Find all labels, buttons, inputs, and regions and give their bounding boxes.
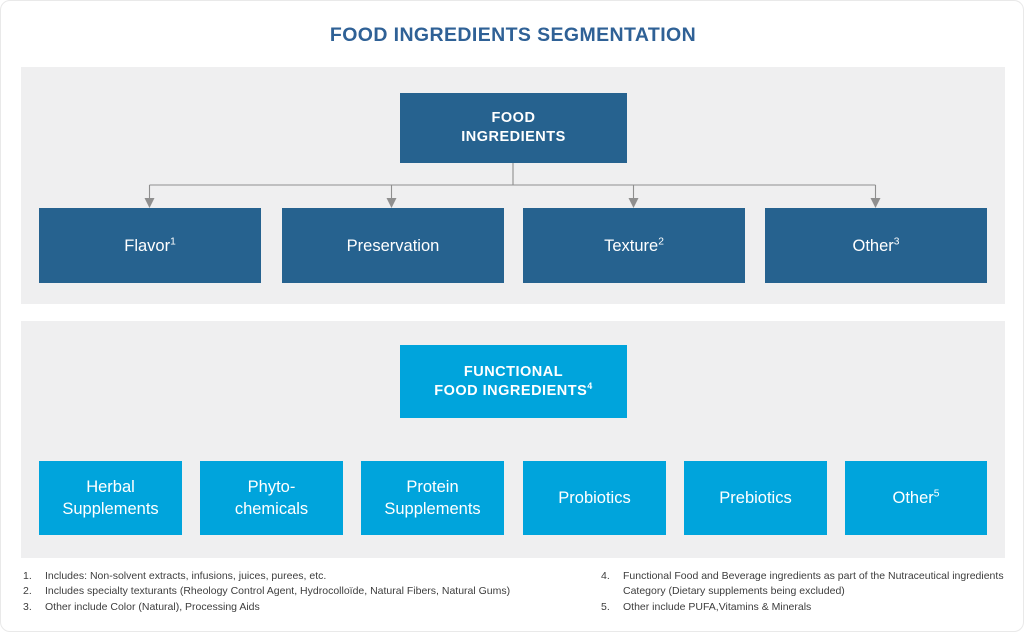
footnote-item: 3. Other include Color (Natural), Proces… [23, 600, 583, 615]
footnotes-left-column: 1. Includes: Non-solvent extracts, infus… [23, 569, 583, 615]
node-herbal-supplements[interactable]: Herbal Supplements [39, 461, 182, 535]
node-label-line1: FUNCTIONAL [463, 363, 564, 380]
node-label-line1: Other [852, 236, 894, 255]
footnote-item: 2. Includes specialty texturants (Rheolo… [23, 584, 583, 599]
footnote-item: 5. Other include PUFA,Vitamins & Mineral… [601, 600, 1011, 615]
node-superscript: 4 [587, 380, 593, 391]
node-phytochemicals[interactable]: Phyto- chemicals [200, 461, 343, 535]
node-label-line1: Texture [604, 236, 659, 255]
node-probiotics[interactable]: Probiotics [523, 461, 666, 535]
node-superscript: 1 [170, 236, 176, 247]
footnote-number: 3. [23, 600, 32, 613]
footnote-text: Functional Food and Beverage ingredients… [623, 570, 1004, 598]
node-label-line1: Prebiotics [719, 489, 792, 507]
node-prebiotics[interactable]: Prebiotics [684, 461, 827, 535]
node-label-line2: Supplements [384, 500, 481, 518]
footnote-item: 4. Functional Food and Beverage ingredie… [601, 569, 1011, 600]
node-functional-food-ingredients-root[interactable]: FUNCTIONAL FOOD INGREDIENTS4 [400, 345, 627, 418]
node-label-line1: Protein [406, 478, 459, 496]
node-flavor[interactable]: Flavor1 [39, 208, 261, 283]
node-superscript: 3 [893, 236, 900, 247]
footnote-text: Other include Color (Natural), Processin… [45, 600, 260, 613]
node-label-line2: chemicals [234, 500, 309, 518]
page-title: FOOD INGREDIENTS SEGMENTATION [329, 24, 697, 46]
node-label-line1: Probiotics [558, 489, 631, 507]
footnote-text: Other include PUFA,Vitamins & Minerals [623, 600, 812, 613]
node-label-line2: Supplements [62, 500, 159, 518]
footnote-number: 5. [601, 600, 610, 613]
node-label-line1: Flavor [124, 236, 171, 255]
node-other-functional[interactable]: Other5 [845, 461, 987, 535]
node-protein-supplements[interactable]: Protein Supplements [361, 461, 504, 535]
node-label-line1: Preservation [346, 236, 440, 255]
footnote-text: Includes: Non-solvent extracts, infusion… [45, 570, 327, 582]
node-superscript: 2 [658, 236, 664, 247]
footnote-text: Includes specialty texturants (Rheology … [45, 585, 511, 598]
node-label-line2: INGREDIENTS [461, 129, 566, 145]
footnote-number: 1. [23, 570, 32, 582]
node-label-line1: Herbal [86, 478, 135, 496]
footnote-item: 1. Includes: Non-solvent extracts, infus… [23, 569, 583, 584]
node-food-ingredients-root[interactable]: FOOD INGREDIENTS [400, 93, 627, 163]
footnote-number: 4. [601, 570, 610, 582]
node-other-food-ingredients[interactable]: Other3 [765, 208, 987, 283]
node-superscript: 5 [933, 488, 940, 500]
node-label-line1: Phyto- [247, 478, 296, 496]
node-label-line1: Other [892, 489, 934, 507]
node-texture[interactable]: Texture2 [523, 208, 745, 283]
footnote-number: 2. [23, 585, 32, 598]
footnotes-right-column: 4. Functional Food and Beverage ingredie… [601, 569, 1011, 615]
node-label-line1: FOOD [491, 110, 536, 126]
node-label-line2: FOOD INGREDIENTS [434, 382, 588, 399]
node-preservation[interactable]: Preservation [282, 208, 504, 283]
